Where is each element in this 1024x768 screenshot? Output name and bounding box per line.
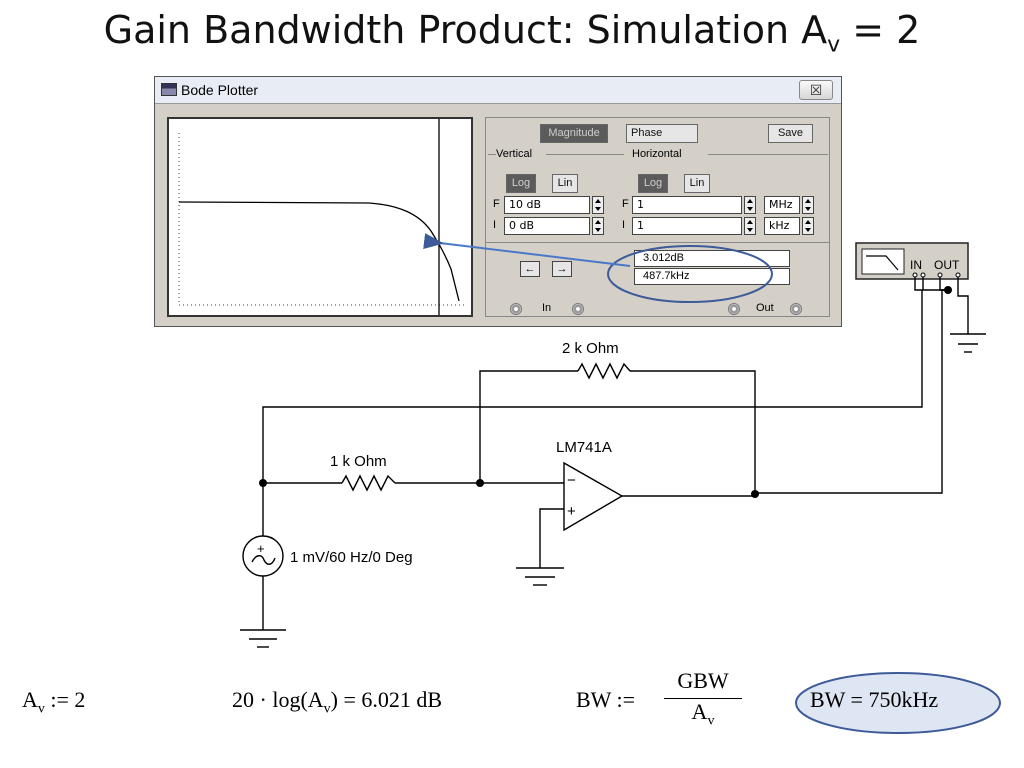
bw-fraction-numerator: GBW (677, 668, 729, 693)
av-assignment: Av := 2 (22, 687, 86, 717)
magnitude-curve (178, 201, 460, 302)
cursor-left-button[interactable]: ← (520, 261, 540, 277)
feedback-resistor-label: 2 k Ohm (562, 340, 619, 357)
horizontal-initial-spinner-icon[interactable] (744, 217, 756, 235)
vertical-log-button[interactable]: Log (506, 174, 536, 193)
vertical-initial-field[interactable]: 0 dB (504, 217, 590, 235)
out-terminal-label: Out (756, 302, 774, 314)
horizontal-group-label: Horizontal (632, 148, 682, 160)
out-terminal-icon-2[interactable] (790, 303, 802, 315)
bw-result: BW = 750kHz (810, 687, 939, 712)
magnitude-button[interactable]: Magnitude (540, 124, 608, 143)
circuit-wires (240, 277, 986, 648)
window-titlebar[interactable]: Bode Plotter ☒ (155, 77, 841, 104)
vertical-final-spinner-icon[interactable] (592, 196, 604, 214)
opamp-label: LM741A (556, 439, 612, 456)
horizontal-final-unit-spinner-icon[interactable] (802, 196, 814, 214)
bode-plotter-window: Bode Plotter ☒ Magnitude Phase Save Vert… (154, 76, 842, 327)
cursor-right-button[interactable]: → (552, 261, 572, 277)
in-terminal-icon[interactable] (510, 303, 522, 315)
horizontal-final-field[interactable]: 1 (632, 196, 742, 214)
bode-plot-area[interactable] (167, 117, 473, 317)
horizontal-initial-letter: I (622, 219, 626, 231)
close-button[interactable]: ☒ (799, 80, 833, 100)
annotation-arrow (423, 233, 631, 267)
horizontal-final-letter: F (622, 198, 629, 210)
bw-definition-lhs: BW := (576, 687, 636, 712)
slide-title: Gain Bandwidth Product: Simulation Av = … (103, 8, 921, 58)
phase-button[interactable]: Phase (626, 124, 698, 143)
horizontal-log-button[interactable]: Log (638, 174, 668, 193)
window-icon (161, 83, 177, 96)
vertical-initial-spinner-icon[interactable] (592, 217, 604, 235)
opamp-minus-label: − (567, 472, 576, 489)
bw-result-highlight (795, 672, 1001, 734)
source-plus-label: + (257, 541, 265, 556)
in-terminal-label: In (542, 302, 552, 314)
save-button[interactable]: Save (768, 124, 813, 143)
out-terminal-icon[interactable] (728, 303, 740, 315)
input-resistor-label: 1 k Ohm (330, 453, 387, 470)
bw-fraction-denominator: Av (664, 698, 742, 729)
vertical-group-label: Vertical (496, 148, 533, 160)
horizontal-initial-field[interactable]: 1 (632, 217, 742, 235)
vertical-final-letter: F (493, 198, 500, 210)
gain-db-formula: 20 · log(Av) = 6.021 dB (232, 687, 443, 717)
source-label: 1 mV/60 Hz/0 Deg (290, 549, 413, 566)
instrument-out-label: OUT (934, 258, 960, 272)
bode-instrument-symbol: IN OUT (855, 242, 969, 280)
horizontal-initial-unit[interactable]: kHz (764, 217, 800, 235)
circuit-junctions (259, 286, 952, 498)
horizontal-final-spinner-icon[interactable] (744, 196, 756, 214)
control-panel: Magnitude Phase Save Vertical Horizontal… (485, 117, 830, 317)
horizontal-initial-unit-spinner-icon[interactable] (802, 217, 814, 235)
horizontal-final-unit[interactable]: MHz (764, 196, 800, 214)
window-title: Bode Plotter (181, 82, 259, 98)
frequency-readout: 487.7kHz (634, 268, 790, 285)
opamp-plus-label: + (567, 503, 576, 520)
bode-plot (178, 119, 465, 315)
vertical-lin-button[interactable]: Lin (552, 174, 578, 193)
instrument-in-label: IN (910, 258, 922, 272)
in-terminal-icon-2[interactable] (572, 303, 584, 315)
vertical-final-field[interactable]: 10 dB (504, 196, 590, 214)
bw-fraction: GBW Av (664, 668, 742, 729)
horizontal-lin-button[interactable]: Lin (684, 174, 710, 193)
readout-highlight-ellipse (607, 245, 773, 303)
vertical-initial-letter: I (493, 219, 497, 231)
